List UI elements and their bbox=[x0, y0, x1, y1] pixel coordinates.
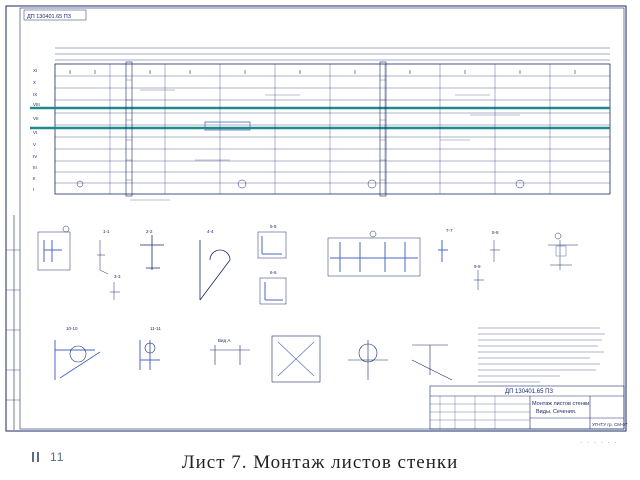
notes-block bbox=[478, 327, 605, 383]
svg-text:3-3: 3-3 bbox=[114, 274, 121, 279]
slide-caption: Лист 7. Монтаж листов стенки bbox=[181, 452, 459, 473]
svg-text:VI: VI bbox=[33, 130, 37, 135]
svg-text:IX: IX bbox=[33, 92, 37, 97]
section-labels: 1-1 2-2 3-3 4-4 5-5 6-6 7-7 8-8 9-9 10-1… bbox=[66, 224, 499, 343]
svg-text:9-9: 9-9 bbox=[474, 264, 481, 269]
page-marker-bar bbox=[37, 452, 39, 462]
svg-text:X: X bbox=[33, 80, 36, 85]
svg-text:Вид А: Вид А bbox=[218, 338, 230, 343]
svg-text:III: III bbox=[33, 165, 37, 170]
svg-text:8-8: 8-8 bbox=[492, 230, 499, 235]
svg-text:11-11: 11-11 bbox=[150, 326, 161, 331]
title-block-stamp bbox=[429, 385, 625, 430]
svg-text:7-7: 7-7 bbox=[446, 228, 453, 233]
row-labels: XI X IX VIII VII VI V IV III II I bbox=[33, 68, 40, 192]
stamp-org: УГНТУ гр. СМ-07 bbox=[592, 422, 628, 427]
svg-text:V: V bbox=[33, 142, 36, 147]
page-number: 11 bbox=[50, 450, 65, 464]
page-marker-bar bbox=[32, 452, 34, 462]
svg-text:2-2: 2-2 bbox=[146, 229, 153, 234]
stamp-title-line-1: Монтаж листов стенки bbox=[532, 401, 589, 407]
technical-drawing-sheet: ДП 130401.65 ПЗ bbox=[5, 5, 628, 432]
wall-elevation-view: XI X IX VIII VII VI V IV III II I bbox=[30, 47, 611, 201]
svg-text:10-10: 10-10 bbox=[66, 326, 78, 331]
detail-views-row-1 bbox=[37, 225, 578, 305]
svg-text:IV: IV bbox=[33, 154, 37, 159]
corner-label: ДП 130401.65 ПЗ bbox=[27, 14, 72, 20]
svg-text:XI: XI bbox=[33, 68, 37, 73]
detail-views-row-2 bbox=[54, 335, 453, 383]
svg-text:5-5: 5-5 bbox=[270, 224, 277, 229]
stamp-title-line-2: Виды. Сечения. bbox=[536, 409, 577, 415]
svg-text:1-1: 1-1 bbox=[103, 229, 110, 234]
svg-text:VIII: VIII bbox=[33, 102, 40, 107]
svg-text:II: II bbox=[33, 176, 36, 181]
svg-text:4-4: 4-4 bbox=[207, 229, 214, 234]
svg-text:6-6: 6-6 bbox=[270, 270, 277, 275]
svg-text:I: I bbox=[33, 187, 34, 192]
svg-text:VII: VII bbox=[33, 116, 39, 121]
decorative-dots: · · · · · · bbox=[579, 438, 618, 447]
stamp-code: ДП 130401.65 ПЗ bbox=[505, 389, 553, 395]
